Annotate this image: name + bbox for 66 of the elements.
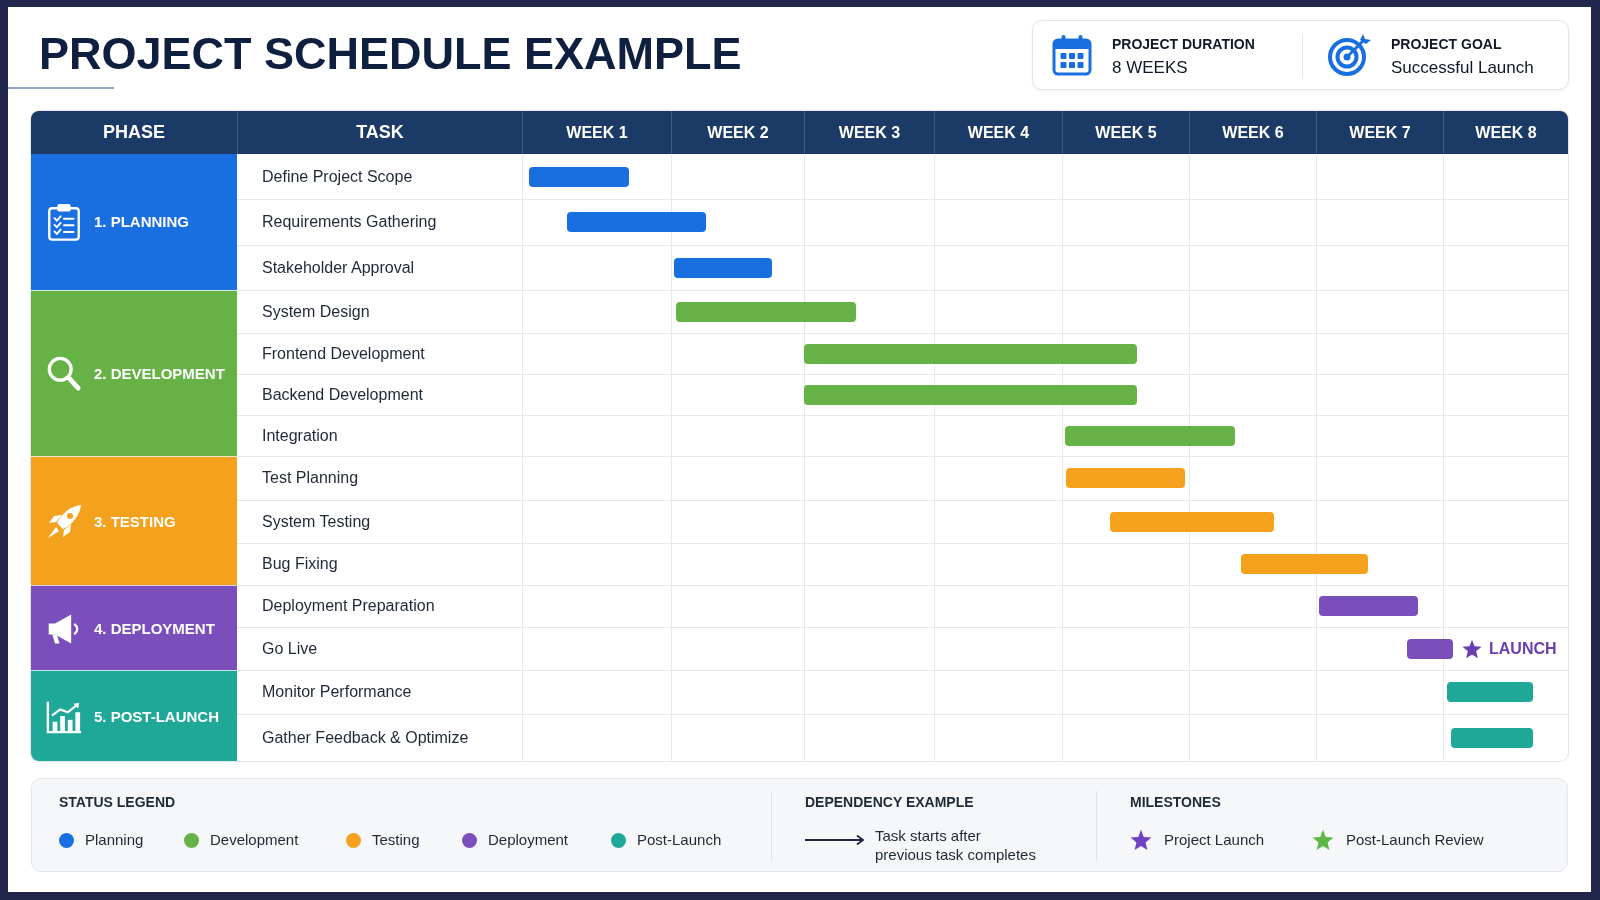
gantt-bar [1241, 554, 1369, 574]
week-header: WEEK 3 [804, 111, 934, 154]
week-header: WEEK 8 [1443, 111, 1568, 154]
legend-text: Deployment [488, 830, 569, 850]
info-value: 8 WEEKS [1112, 57, 1188, 79]
legend-text: Post-Launch [637, 830, 722, 850]
legend-text: Testing [372, 830, 420, 850]
phase-label: 3. TESTING [94, 511, 176, 532]
info-heading: PROJECT DURATION [1112, 35, 1255, 54]
gantt-bar [673, 257, 773, 278]
task-name: Deployment Preparation [262, 596, 435, 616]
week-header: WEEK 5 [1062, 111, 1189, 154]
gantt-bar [1407, 638, 1453, 659]
week-header: WEEK 1 [522, 111, 671, 154]
task-name: Define Project Scope [262, 166, 413, 187]
column-header: PHASE [31, 111, 237, 154]
task-name: System Design [262, 301, 370, 322]
gantt-bar [566, 212, 706, 232]
legend-text: Project Launch [1164, 830, 1265, 850]
page-title: PROJECT SCHEDULE EXAMPLE [39, 31, 742, 76]
task-name: Gather Feedback & Optimize [262, 727, 469, 748]
task-name: Frontend Development [262, 343, 425, 364]
task-name: System Testing [262, 511, 371, 532]
info-value: Successful Launch [1391, 57, 1534, 79]
week-header: WEEK 2 [671, 111, 804, 154]
column-header: TASK [237, 111, 522, 154]
gantt-bar [529, 166, 630, 187]
phase-band [31, 154, 237, 290]
task-name: Backend Development [262, 384, 423, 405]
task-name: Stakeholder Approval [262, 257, 415, 278]
week-header: WEEK 6 [1189, 111, 1316, 154]
task-name: Test Planning [262, 468, 359, 488]
section-heading: STATUS LEGEND [59, 793, 176, 812]
phase-label: 4. DEPLOYMENT [94, 618, 215, 639]
phase-label: 5. POST-LAUNCH [94, 706, 219, 727]
phase-label: 2. DEVELOPMENT [94, 364, 225, 384]
phase-band [31, 585, 237, 670]
week-header: WEEK 7 [1316, 111, 1443, 154]
section-heading: MILESTONES [1130, 793, 1221, 812]
phase-band [31, 670, 237, 761]
gantt-bar [1065, 468, 1186, 488]
task-name: Bug Fixing [262, 554, 338, 574]
phase-label: 1. PLANNING [94, 212, 189, 232]
section-heading: DEPENDENCY EXAMPLE [805, 793, 974, 812]
task-name: Integration [262, 425, 338, 446]
week-header: WEEK 4 [934, 111, 1062, 154]
legend-text: Task starts after previous task completes [875, 826, 1037, 864]
milestone-label: LAUNCH [1489, 638, 1557, 659]
task-name: Go Live [262, 638, 318, 659]
gantt-bar [804, 343, 1137, 364]
task-name: Requirements Gathering [262, 212, 437, 232]
info-heading: PROJECT GOAL [1391, 35, 1502, 54]
gantt-bar [1318, 596, 1418, 616]
gantt-bar [804, 384, 1137, 405]
legend-text: Post-Launch Review [1346, 830, 1484, 850]
gantt-bar [1446, 682, 1533, 702]
phase-band [31, 456, 237, 585]
phase-band [31, 290, 237, 456]
legend-text: Planning [85, 830, 144, 850]
gantt-bar [1450, 727, 1533, 748]
task-name: Monitor Performance [262, 682, 412, 702]
gantt-bar [1064, 425, 1235, 446]
legend-text: Development [210, 830, 299, 850]
info-card [1032, 20, 1569, 90]
gantt-bar [1110, 511, 1275, 532]
gantt-bar [676, 301, 856, 322]
